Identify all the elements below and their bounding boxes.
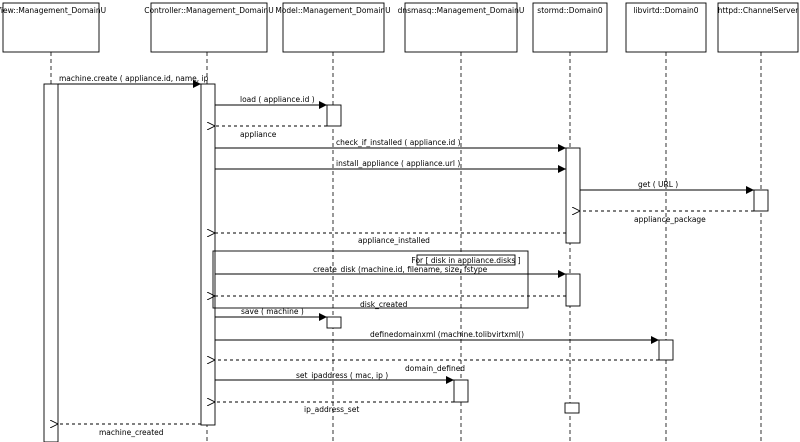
message-create-disk: create_disk (machine.id, filename, size,…: [215, 265, 566, 278]
message-label: save ( machine ): [241, 307, 304, 316]
message-label: create_disk (machine.id, filename, size,…: [313, 265, 488, 274]
message-label: set_ipaddress ( mac, ip ): [296, 371, 388, 380]
message-label: check_if_installed ( appliance.id ): [336, 138, 461, 147]
message-label: load ( appliance.id ): [240, 95, 315, 104]
participant-label: dnsmasq::Management_DomainU: [398, 6, 525, 15]
participant-label: Model::Management_DomainU: [275, 6, 390, 15]
participant-httpd: httpd::ChannelServer: [717, 2, 800, 53]
loop-frame: For [ disk in appliance.disks ]: [212, 250, 529, 309]
participant-stormd: stormd::Domain0: [532, 2, 608, 53]
message-disk-created: disk_created: [215, 296, 566, 309]
participant-label: stormd::Domain0: [537, 6, 603, 15]
activation-model-save: [326, 316, 342, 329]
message-domain-defined: domain_defined: [215, 360, 659, 373]
message-save: save ( machine ): [215, 307, 327, 321]
message-label: appliance_package: [634, 215, 706, 224]
message-ip-address-set: ip_address_set: [215, 402, 454, 414]
loop-label: For [ disk in appliance.disks ]: [411, 256, 520, 265]
message-appliance: appliance: [215, 126, 327, 139]
participant-libvirtd: libvirtd::Domain0: [625, 2, 707, 53]
message-label: ip_address_set: [304, 405, 359, 414]
message-label: get ( URL ): [638, 180, 678, 189]
participant-label: View::Management_DomainU: [0, 6, 106, 15]
participant-view: View::Management_DomainU: [0, 2, 106, 53]
message-set-ipaddress: set_ipaddress ( mac, ip ): [215, 371, 454, 384]
message-label: machine_created: [99, 428, 164, 437]
activation-controller: [200, 83, 216, 426]
participant-controller: Controller::Management_DomainU: [144, 2, 274, 53]
message-appliance-package: appliance_package: [580, 211, 754, 224]
message-get-url: get ( URL ): [580, 180, 754, 194]
loop-label-box: [416, 254, 516, 266]
message-appliance-installed: appliance_installed: [215, 233, 566, 245]
message-label: install_appliance ( appliance.url ): [336, 159, 460, 168]
message-load: load ( appliance.id ): [215, 95, 327, 109]
activation-stormd-install: [565, 147, 581, 244]
message-label: machine.create ( appliance.id, name, ip: [59, 74, 209, 83]
message-check-if-installed: check_if_installed ( appliance.id ): [215, 138, 566, 152]
activation-libvirtd: [658, 339, 674, 361]
message-label: appliance: [240, 130, 277, 139]
activation-dnsmasq: [453, 379, 469, 403]
participant-label: libvirtd::Domain0: [633, 6, 698, 15]
participant-label: httpd::ChannelServer: [718, 6, 800, 15]
message-machine-create: machine.create ( appliance.id, name, ip: [58, 74, 209, 88]
message-label: disk_created: [360, 300, 408, 309]
message-label: domain_defined: [405, 364, 465, 373]
message-label: definedomainxml (machine.tolibvirtxml(): [370, 330, 524, 339]
participant-label: Controller::Management_DomainU: [144, 6, 274, 15]
message-definedomainxml: definedomainxml (machine.tolibvirtxml(): [215, 330, 659, 344]
message-install-appliance: install_appliance ( appliance.url ): [215, 159, 566, 173]
message-label: appliance_installed: [358, 236, 430, 245]
activation-model-load: [326, 104, 342, 127]
activation-stormd-disk: [565, 273, 581, 307]
message-machine-created: machine_created: [58, 424, 201, 437]
activation-httpd-get: [753, 189, 769, 212]
participant-model: Model::Management_DomainU: [275, 2, 391, 53]
participant-dnsmasq: dnsmasq::Management_DomainU: [398, 2, 525, 53]
activation-view: [43, 83, 59, 442]
activation-stormd-small: [564, 402, 580, 414]
